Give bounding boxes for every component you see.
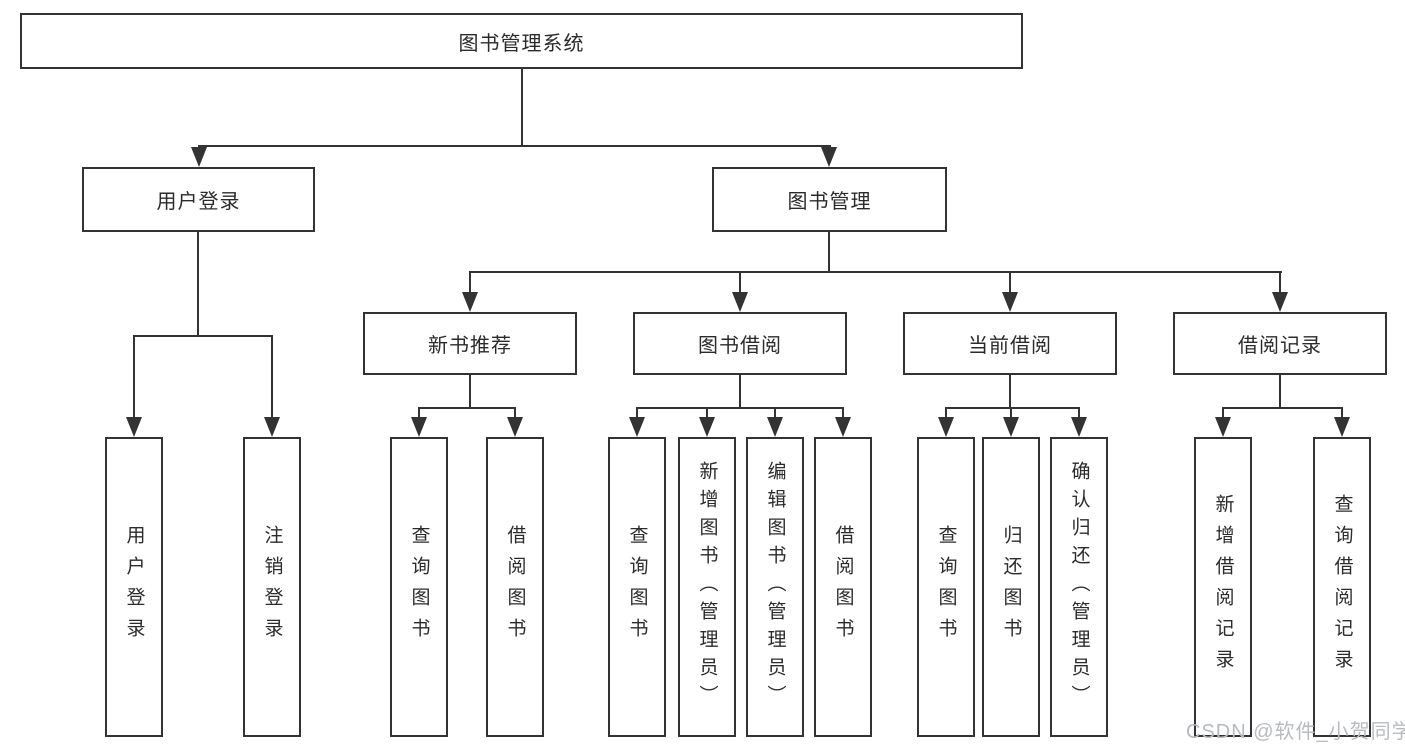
- arrow-down-icon: [732, 292, 748, 312]
- leaf-label: 借阅图书: [504, 525, 526, 649]
- node-borrow-records-label: 借阅记录: [1238, 335, 1322, 357]
- leaf-return-book: 归还图书: [982, 437, 1040, 737]
- connector-login-left-drop: [133, 335, 135, 417]
- node-book-management: 图书管理: [712, 167, 947, 232]
- leaf-label: 新增借阅记录: [1212, 494, 1234, 680]
- arrow-down-icon: [767, 417, 783, 437]
- connector-root-stem: [521, 69, 523, 146]
- leaf-logout: 注销登录: [243, 437, 301, 737]
- arrow-down-icon: [821, 147, 837, 167]
- leaf-edit-book-admin: 编辑图书（管理员）: [746, 437, 804, 737]
- node-root-label: 图书管理系统: [458, 32, 585, 55]
- connector-g2-drop: [774, 407, 776, 417]
- leaf-query-books-borrow: 查询图书: [608, 437, 666, 737]
- connector-mgmt-stem: [828, 232, 830, 273]
- connector-g3-stem: [1009, 375, 1011, 408]
- connector-g1-stem: [469, 375, 471, 408]
- node-book-borrow: 图书借阅: [633, 312, 847, 375]
- leaf-user-login-label: 用户登录: [123, 525, 145, 649]
- leaf-label: 归还图书: [1000, 525, 1022, 649]
- node-current-borrow-label: 当前借阅: [968, 335, 1052, 357]
- connector-g3-split: [945, 407, 1080, 409]
- leaf-borrow-books-borrow: 借阅图书: [814, 437, 872, 737]
- leaf-add-borrow-record: 新增借阅记录: [1194, 437, 1252, 737]
- node-user-login-label: 用户登录: [156, 191, 241, 213]
- connector-g4-split: [1222, 407, 1343, 409]
- arrow-down-icon: [1272, 292, 1288, 312]
- connector-l3-drop: [739, 271, 741, 292]
- arrow-down-icon: [411, 417, 427, 437]
- leaf-label: 查询借阅记录: [1331, 494, 1353, 680]
- leaf-query-borrow-record: 查询借阅记录: [1313, 437, 1371, 737]
- connector-level3-split: [469, 271, 1282, 273]
- node-borrow-records: 借阅记录: [1173, 312, 1387, 375]
- connector-l3-drop: [1279, 271, 1281, 292]
- connector-g2-drop: [842, 407, 844, 417]
- arrow-down-icon: [835, 417, 851, 437]
- leaf-add-book-admin: 新增图书（管理员）: [678, 437, 736, 737]
- node-new-book-recommend: 新书推荐: [363, 312, 577, 375]
- leaf-label: 新增图书（管理员）: [696, 461, 718, 713]
- node-root: 图书管理系统: [20, 13, 1023, 69]
- connector-g1-drop: [514, 407, 516, 417]
- arrow-down-icon: [1003, 417, 1019, 437]
- connector-g3-drop: [945, 407, 947, 417]
- arrow-down-icon: [938, 417, 954, 437]
- leaf-label: 查询图书: [408, 525, 430, 649]
- connector-g3-drop: [1010, 407, 1012, 417]
- leaf-label: 确认归还（管理员）: [1068, 461, 1090, 713]
- connector-g1-split: [418, 407, 516, 409]
- leaf-query-books-recommend: 查询图书: [390, 437, 448, 737]
- connector-g2-split: [636, 407, 844, 409]
- connector-g1-drop: [418, 407, 420, 417]
- connector-login-split: [133, 335, 273, 337]
- connector-login-stem: [197, 232, 199, 336]
- arrow-down-icon: [264, 417, 280, 437]
- node-book-borrow-label: 图书借阅: [698, 335, 782, 357]
- connector-g3-drop: [1078, 407, 1080, 417]
- arrow-down-icon: [1002, 292, 1018, 312]
- arrow-down-icon: [462, 292, 478, 312]
- connector-g4-drop: [1341, 407, 1343, 417]
- arrow-down-icon: [191, 147, 207, 167]
- arrow-down-icon: [1334, 417, 1350, 437]
- arrow-down-icon: [629, 417, 645, 437]
- connector-g2-stem: [739, 375, 741, 408]
- arrow-down-icon: [1071, 417, 1087, 437]
- node-current-borrow: 当前借阅: [903, 312, 1117, 375]
- connector-g4-stem: [1279, 375, 1281, 408]
- connector-g2-drop: [706, 407, 708, 417]
- leaf-label: 查询图书: [935, 525, 957, 649]
- leaf-label: 借阅图书: [832, 525, 854, 649]
- connector-g4-drop: [1222, 407, 1224, 417]
- arrow-down-icon: [699, 417, 715, 437]
- arrow-down-icon: [507, 417, 523, 437]
- leaf-query-books-current: 查询图书: [917, 437, 975, 737]
- leaf-confirm-return-admin: 确认归还（管理员）: [1050, 437, 1108, 737]
- connector-level2-split: [198, 145, 831, 147]
- leaf-label: 查询图书: [626, 525, 648, 649]
- leaf-label: 编辑图书（管理员）: [764, 461, 786, 713]
- connector-login-right-drop: [271, 335, 273, 417]
- leaf-borrow-books-recommend: 借阅图书: [486, 437, 544, 737]
- leaf-logout-label: 注销登录: [261, 525, 283, 649]
- leaf-user-login: 用户登录: [105, 437, 163, 737]
- node-new-book-recommend-label: 新书推荐: [428, 335, 512, 357]
- node-user-login: 用户登录: [82, 167, 315, 232]
- csdn-watermark: CSDN @软件_小贺同学: [1186, 721, 1405, 743]
- arrow-down-icon: [126, 417, 142, 437]
- node-book-management-label: 图书管理: [787, 191, 872, 213]
- connector-l3-drop: [469, 271, 471, 292]
- connector-l3-drop: [1009, 271, 1011, 292]
- arrow-down-icon: [1215, 417, 1231, 437]
- connector-g2-drop: [636, 407, 638, 417]
